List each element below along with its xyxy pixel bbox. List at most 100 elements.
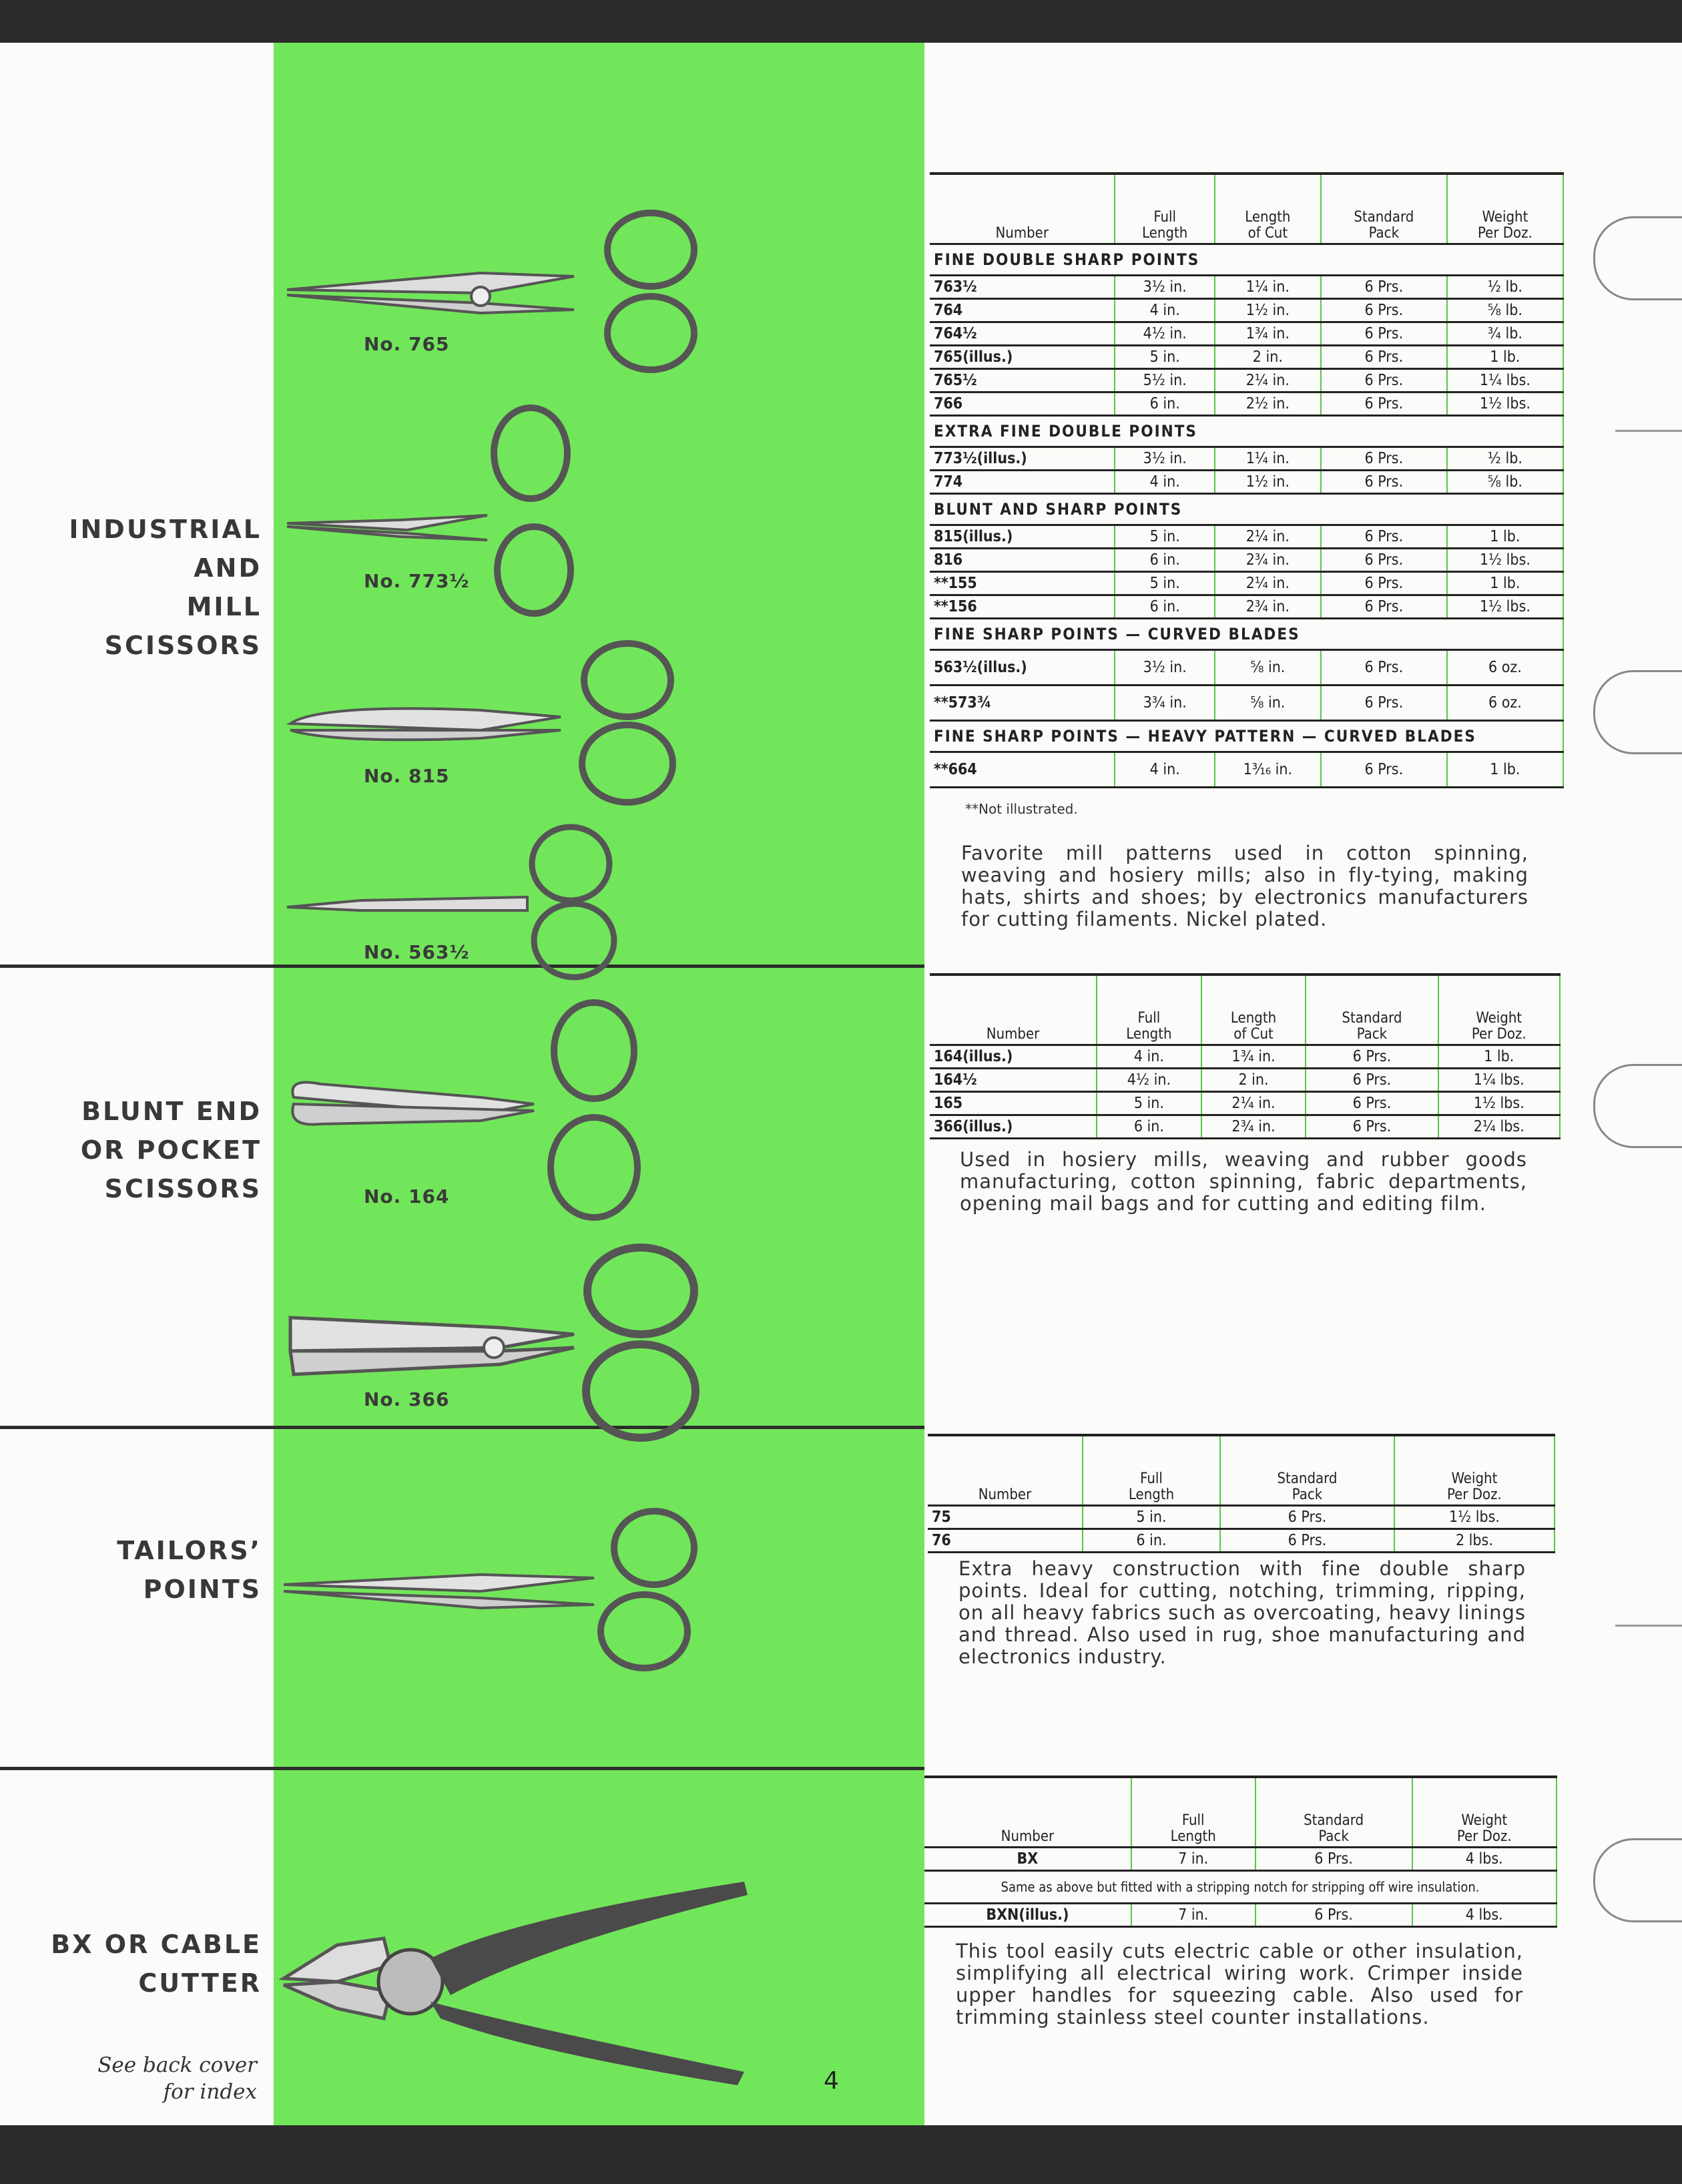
binder-mark: [1615, 430, 1682, 432]
index-note: See back cover for index: [97, 2053, 257, 2104]
col-header-weight: Weight Per Doz.: [1394, 1434, 1556, 1507]
scissors-815-illustration: [286, 640, 676, 806]
cell-full-length: 7 in.: [1131, 1847, 1256, 1872]
cell-full-length: 5 in.: [1082, 1505, 1221, 1530]
cell-standard-pack: 6 Prs.: [1320, 345, 1448, 370]
cell-number: 563½(illus.): [930, 649, 1116, 686]
cell-weight: 1½ lbs.: [1394, 1505, 1556, 1530]
binder-hole: [1593, 1064, 1682, 1148]
scissors-773-illustration: [286, 404, 574, 617]
cell-standard-pack: 6 Prs.: [1306, 1115, 1439, 1139]
cell-standard-pack: 6 Prs.: [1320, 275, 1448, 300]
cell-length-of-cut: 2 in.: [1214, 345, 1322, 370]
cell-weight: 1 lb.: [1446, 752, 1565, 788]
cell-full-length: 3¾ in.: [1115, 685, 1215, 722]
table-group-header: FINE DOUBLE SHARP POINTS: [930, 244, 1564, 276]
cell-weight: 1½ lbs.: [1446, 595, 1565, 619]
cell-weight: 2¼ lbs.: [1438, 1115, 1561, 1139]
scissors-tailors-illustration: [283, 1508, 697, 1671]
category-title-tailors: TAILORS’ POINTS: [117, 1536, 262, 1604]
col-header-weight: Weight Per Doz.: [1412, 1776, 1558, 1848]
scissors-164-illustration: [291, 999, 641, 1221]
cell-weight: ⅝ lb.: [1446, 470, 1565, 495]
cell-weight: 6 oz.: [1446, 649, 1565, 686]
cell-length-of-cut: 1¼ in.: [1214, 447, 1322, 471]
section-divider: [0, 1426, 924, 1429]
cell-standard-pack: 6 Prs.: [1320, 685, 1448, 722]
footnote: **Not illustrated.: [965, 801, 1078, 817]
table-row: BX 7 in. 6 Prs. 4 lbs.: [924, 1847, 1558, 1872]
col-header-full-length: Full Length: [1115, 172, 1215, 245]
table-group-header: FINE SHARP POINTS — CURVED BLADES: [930, 618, 1564, 651]
binder-hole: [1593, 670, 1682, 754]
col-header-standard-pack: Standard Pack: [1255, 1776, 1413, 1848]
cell-full-length: 3½ in.: [1115, 275, 1215, 300]
tailors-points-table: Number Full Length Standard Pack Weight …: [928, 1434, 1556, 1553]
cell-number: 765½: [930, 368, 1116, 393]
cell-number: 164(illus.): [930, 1045, 1098, 1069]
table-row: BXN(illus.) 7 in. 6 Prs. 4 lbs.: [924, 1903, 1558, 1928]
page-number: 4: [824, 2067, 839, 2095]
cell-length-of-cut: 2¼ in.: [1214, 571, 1322, 596]
cell-length-of-cut: 1³⁄₁₆ in.: [1214, 752, 1322, 788]
green-image-panel: [274, 43, 924, 2125]
cell-number: 164½: [930, 1068, 1098, 1093]
cell-full-length: 4 in.: [1115, 752, 1215, 788]
cell-weight: 4 lbs.: [1412, 1847, 1558, 1872]
cell-number: 765(illus.): [930, 345, 1116, 370]
cell-full-length: 3½ in.: [1115, 447, 1215, 471]
cell-full-length: 6 in.: [1082, 1529, 1221, 1553]
cell-standard-pack: 6 Prs.: [1220, 1505, 1395, 1530]
cell-length-of-cut: 1¼ in.: [1214, 275, 1322, 300]
cell-standard-pack: 6 Prs.: [1320, 595, 1448, 619]
cell-weight: ⅝ lb.: [1446, 298, 1565, 323]
col-header-standard-pack: Standard Pack: [1320, 172, 1448, 245]
cell-number: 816: [930, 548, 1116, 573]
scissors-366-illustration: [288, 1244, 699, 1442]
col-header-full-length: Full Length: [1082, 1434, 1221, 1507]
group-title: EXTRA FINE DOUBLE POINTS: [930, 415, 1564, 448]
col-header-standard-pack: Standard Pack: [1220, 1434, 1395, 1507]
cell-weight: 1½ lbs.: [1446, 548, 1565, 573]
cell-full-length: 4 in.: [1097, 1045, 1202, 1069]
table-row: 563½(illus.)3½ in.⅝ in.6 Prs.6 oz.: [930, 649, 1565, 686]
cell-number: BX: [924, 1847, 1132, 1872]
cell-number: 766: [930, 392, 1116, 417]
cell-number: 764½: [930, 322, 1116, 346]
cell-number: 764: [930, 298, 1116, 323]
cell-standard-pack: 6 Prs.: [1320, 548, 1448, 573]
cell-standard-pack: 6 Prs.: [1320, 447, 1448, 471]
table-row: 815(illus.)5 in.2¼ in.6 Prs.1 lb.: [930, 525, 1565, 549]
cell-weight: ¾ lb.: [1446, 322, 1565, 346]
category-title-blunt: BLUNT END OR POCKET SCISSORS: [80, 1097, 262, 1203]
col-header-number: Number: [928, 1434, 1083, 1507]
item-label: No. 563½: [364, 941, 470, 963]
cell-number: **155: [930, 571, 1116, 596]
col-header-length-of-cut: Length of Cut: [1214, 172, 1322, 245]
cell-standard-pack: 6 Prs.: [1320, 298, 1448, 323]
cell-standard-pack: 6 Prs.: [1320, 322, 1448, 346]
cell-full-length: 5 in.: [1097, 1091, 1202, 1116]
group-title: BLUNT AND SHARP POINTS: [930, 493, 1564, 526]
cable-cutter-illustration: [278, 1882, 748, 2085]
cell-number: **664: [930, 752, 1116, 788]
cell-full-length: 4½ in.: [1115, 322, 1215, 346]
table-group-header: BLUNT AND SHARP POINTS: [930, 493, 1564, 526]
cell-number: **573¾: [930, 685, 1116, 722]
cell-weight: ½ lb.: [1446, 275, 1565, 300]
cell-weight: 4 lbs.: [1412, 1903, 1558, 1928]
cell-full-length: 5 in.: [1115, 345, 1215, 370]
table-row: 773½(illus.)3½ in.1¼ in.6 Prs.½ lb.: [930, 447, 1565, 471]
cell-standard-pack: 6 Prs.: [1306, 1068, 1439, 1093]
cell-standard-pack: 6 Prs.: [1255, 1847, 1413, 1872]
cell-weight: 1½ lbs.: [1446, 392, 1565, 417]
cell-length-of-cut: 2¾ in.: [1214, 595, 1322, 619]
cell-length-of-cut: 2¼ in.: [1201, 1091, 1307, 1116]
